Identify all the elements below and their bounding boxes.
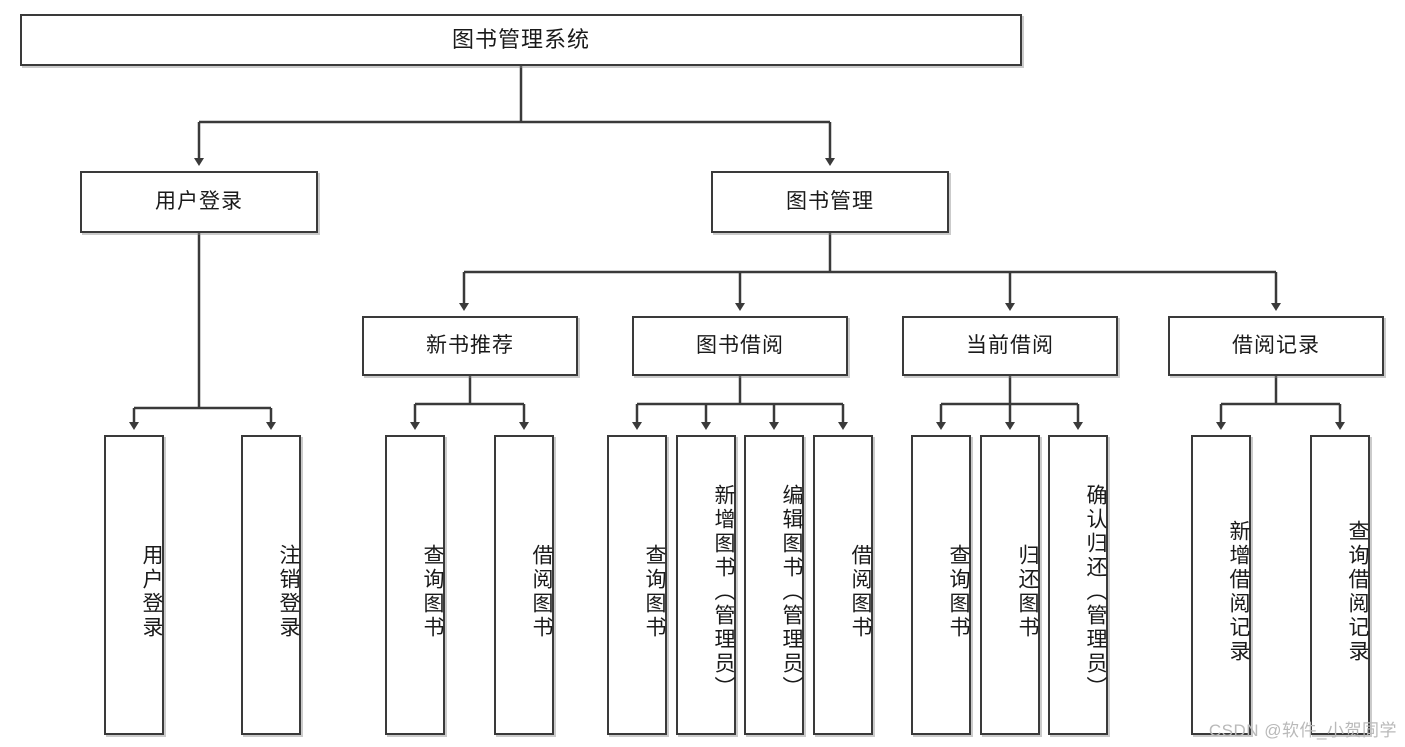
node-label: 新增图书（管理员） — [712, 484, 735, 700]
node-book-borrow[interactable]: 图书借阅 — [632, 316, 848, 376]
leaf-add-book-admin[interactable]: 新增图书（管理员） — [676, 435, 736, 735]
node-new-book-recommend[interactable]: 新书推荐 — [362, 316, 578, 376]
node-label: 注销登录 — [277, 544, 300, 640]
watermark-text: CSDN @软件_小贺同学 — [1208, 721, 1397, 740]
node-label: 图书借阅 — [696, 334, 784, 358]
leaf-logout-login[interactable]: 注销登录 — [241, 435, 301, 735]
node-label: 查询借阅记录 — [1346, 520, 1369, 664]
node-label: 借阅图书 — [530, 544, 553, 640]
node-label: 用户登录 — [140, 544, 163, 640]
node-label: 用户登录 — [155, 190, 243, 214]
node-label: 新增借阅记录 — [1227, 520, 1250, 664]
leaf-query-book-borrow[interactable]: 查询图书 — [607, 435, 667, 735]
node-label: 借阅记录 — [1232, 334, 1320, 358]
leaf-borrow-book-recommend[interactable]: 借阅图书 — [494, 435, 554, 735]
node-label: 编辑图书（管理员） — [780, 484, 803, 700]
node-label: 归还图书 — [1016, 544, 1039, 640]
node-label: 查询图书 — [947, 544, 970, 640]
leaf-query-book-current[interactable]: 查询图书 — [911, 435, 971, 735]
node-current-borrow[interactable]: 当前借阅 — [902, 316, 1118, 376]
leaf-return-book[interactable]: 归还图书 — [980, 435, 1040, 735]
node-root-book-management-system[interactable]: 图书管理系统 — [20, 14, 1022, 66]
node-label: 图书管理 — [786, 190, 874, 214]
leaf-confirm-return-admin[interactable]: 确认归还（管理员） — [1048, 435, 1108, 735]
node-label: 新书推荐 — [426, 334, 514, 358]
leaf-query-book-recommend[interactable]: 查询图书 — [385, 435, 445, 735]
node-label: 当前借阅 — [966, 334, 1054, 358]
node-user-login[interactable]: 用户登录 — [80, 171, 318, 233]
leaf-borrow-book[interactable]: 借阅图书 — [813, 435, 873, 735]
leaf-add-borrow-record[interactable]: 新增借阅记录 — [1191, 435, 1251, 735]
node-book-management[interactable]: 图书管理 — [711, 171, 949, 233]
leaf-user-login[interactable]: 用户登录 — [104, 435, 164, 735]
node-label: 确认归还（管理员） — [1084, 484, 1107, 700]
node-label: 查询图书 — [421, 544, 444, 640]
node-label: 图书管理系统 — [451, 26, 590, 52]
node-label: 借阅图书 — [849, 544, 872, 640]
node-borrow-record[interactable]: 借阅记录 — [1168, 316, 1384, 376]
leaf-query-borrow-record[interactable]: 查询借阅记录 — [1310, 435, 1370, 735]
node-label: 查询图书 — [643, 544, 666, 640]
leaf-edit-book-admin[interactable]: 编辑图书（管理员） — [744, 435, 804, 735]
